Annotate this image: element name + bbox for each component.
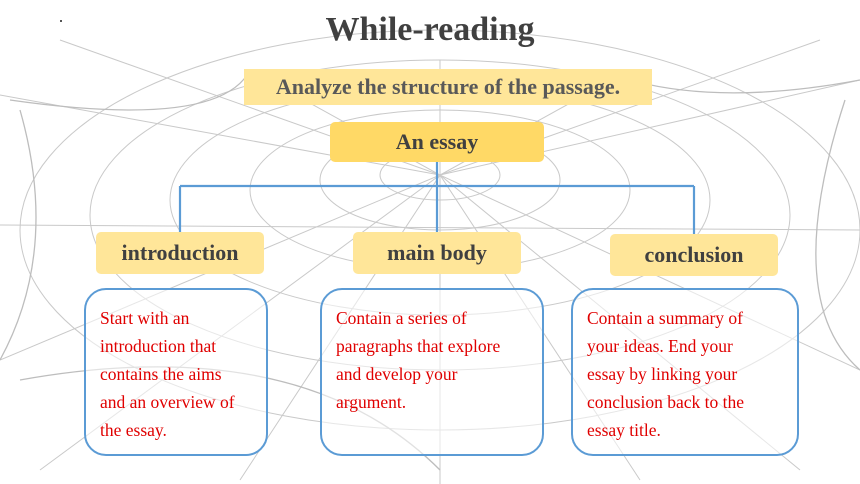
description-line: introduction that [100, 336, 217, 356]
description-line: your ideas. End your [587, 336, 733, 356]
node-introduction: introduction [96, 232, 264, 274]
slide-title: While-reading [325, 11, 535, 48]
description-line: essay by linking your [587, 364, 738, 384]
description-line: Contain a series of [336, 308, 467, 328]
description-line: argument. [336, 392, 407, 412]
stray-dot [60, 20, 62, 22]
description-line: paragraphs that explore [336, 336, 501, 356]
node-conclusion: conclusion [610, 234, 778, 276]
description-line: Contain a summary of [587, 308, 744, 328]
main-body-description-box: Contain a series of paragraphs that expl… [320, 288, 544, 456]
description-line: the essay. [100, 420, 167, 440]
description-line: and an overview of [100, 392, 235, 412]
description-line: conclusion back to the [587, 392, 744, 412]
conclusion-description-box: Contain a summary of your ideas. End you… [571, 288, 799, 456]
root-node-an-essay: An essay [330, 122, 544, 162]
slide-subtitle: Analyze the structure of the passage. [244, 69, 652, 105]
description-line: contains the aims [100, 364, 222, 384]
description-line: essay title. [587, 420, 661, 440]
description-line: Start with an [100, 308, 190, 328]
node-main-body: main body [353, 232, 521, 274]
introduction-description-box: Start with an introduction that contains… [84, 288, 268, 456]
description-line: and develop your [336, 364, 458, 384]
